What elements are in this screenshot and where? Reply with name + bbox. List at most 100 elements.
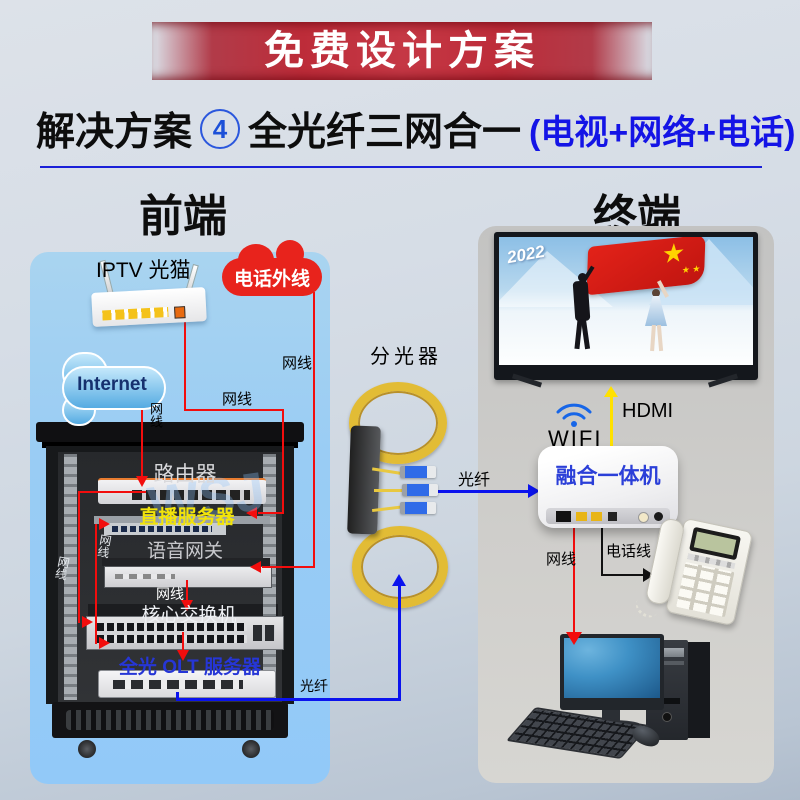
core-switch-uplinks xyxy=(253,625,275,641)
splitter-top-coil xyxy=(349,382,447,464)
arrow-down-computer xyxy=(566,632,582,645)
router-ports xyxy=(132,490,250,500)
monitor xyxy=(560,634,664,710)
netcable-label-3: 网线 xyxy=(148,402,163,428)
netcable-line-router-h xyxy=(78,491,146,493)
rack-top-cap xyxy=(36,422,304,442)
port-round-light xyxy=(638,512,649,523)
port-rj45 xyxy=(556,511,571,522)
free-design-banner: 免费设计方案 xyxy=(152,22,652,80)
olt-device xyxy=(98,670,276,698)
wifi-icon xyxy=(556,403,592,427)
voice-gateway-label: 语音网关 xyxy=(146,541,223,562)
netcable-line-internet xyxy=(141,400,143,476)
netcable-line-modem xyxy=(184,320,186,411)
voice-gateway-top xyxy=(102,558,270,566)
port-round-dark xyxy=(654,512,663,521)
rack-base xyxy=(52,702,288,738)
rack-vent xyxy=(66,710,274,730)
arrow-left-liveserver xyxy=(246,507,257,519)
splitter-body xyxy=(347,425,381,535)
fiber-line-to-box xyxy=(432,490,530,493)
tv: 2022 xyxy=(494,232,758,380)
tower-ports xyxy=(652,698,680,704)
voice-gateway-device xyxy=(104,566,272,588)
netcable-label-rack: 网线 xyxy=(156,586,184,602)
fiber-line-olt-h xyxy=(176,698,400,701)
fiber-label-olt: 光纤 xyxy=(300,678,328,694)
sc-connector-2 xyxy=(402,484,438,496)
port-yellow-1 xyxy=(576,512,587,521)
splitter-label: 分光器 xyxy=(370,346,442,368)
core-switch-device xyxy=(86,616,284,650)
hdmi-label: HDMI xyxy=(622,400,674,422)
arrow-right-phone xyxy=(643,568,654,582)
core-switch-ports-bottom xyxy=(97,635,247,643)
hdmi-arrow-up xyxy=(604,386,618,397)
core-switch-ports-top xyxy=(97,623,247,631)
tv-skater-woman xyxy=(641,280,671,355)
rack-top-lip xyxy=(42,442,298,448)
fiber-pigtail-2 xyxy=(374,489,406,492)
tower-power-button xyxy=(662,712,672,722)
phone-keypad xyxy=(676,561,735,618)
tv-skater-man xyxy=(569,265,595,351)
internet-cloud: Internet xyxy=(62,352,166,426)
phoneline-outside-line xyxy=(313,292,315,568)
router-label: 路由器 xyxy=(153,463,217,486)
netcable-line-left1 xyxy=(78,491,80,623)
phone-lcd xyxy=(693,531,737,556)
sc-connector-3 xyxy=(400,502,436,514)
internet-label: Internet xyxy=(77,374,147,395)
netcable-label-2: 网线 xyxy=(282,355,313,372)
monitor-screen xyxy=(564,638,660,698)
caster-right xyxy=(242,740,260,758)
netcable-line-to-gateway xyxy=(262,566,315,568)
fiber-line-splitter-v xyxy=(398,586,401,701)
live-server-ports xyxy=(112,526,212,532)
netcable-line-gateway-switch xyxy=(186,580,188,602)
arrow-down-olt xyxy=(177,650,189,661)
tower-side xyxy=(688,642,710,738)
phone-outside-label: 电话外线 xyxy=(233,269,310,290)
netcable-label-1: 网线 xyxy=(222,391,253,408)
phone-outside-cloud: 电话外线 xyxy=(222,240,322,298)
olt-label: 全光 OLT 服务器 xyxy=(118,657,262,678)
live-server-label: 直播服务器 xyxy=(139,507,235,528)
voice-gateway-marks xyxy=(115,574,175,579)
arrow-down-router xyxy=(136,476,148,487)
fusion-box: 融合一体机 xyxy=(538,446,678,528)
arrow-right-switch2 xyxy=(99,637,110,649)
arrow-right-box xyxy=(528,484,540,498)
rack-rail-left xyxy=(64,454,77,700)
netcable-line-modem-v2 xyxy=(282,409,284,514)
arrow-left-gateway xyxy=(250,561,261,573)
arrow-right-switch1 xyxy=(82,616,93,628)
front-section-title: 前端 xyxy=(139,192,227,241)
arrow-right-liveserver xyxy=(99,518,110,530)
live-server-shelf xyxy=(94,516,270,524)
solution-number-badge: 4 xyxy=(200,109,241,149)
fiber-line-olt-v xyxy=(176,692,179,700)
hdmi-line xyxy=(610,396,613,468)
modem-ports xyxy=(102,307,169,321)
arrow-down-switch xyxy=(181,600,193,611)
banner-title: 免费设计方案 xyxy=(264,29,540,73)
phoneline-v xyxy=(601,528,603,576)
tower-drive xyxy=(650,648,684,657)
netcable-line-modem-h xyxy=(184,409,284,411)
netcable-line-switch-olt xyxy=(182,632,184,652)
netcable-line-left2 xyxy=(95,524,97,644)
fusion-box-front xyxy=(546,508,670,524)
desk-phone xyxy=(631,511,759,632)
headline: 解决方案 4 全光纤三网合一 (电视+网络+电话) xyxy=(36,100,795,158)
live-server-device xyxy=(104,523,226,535)
netcable-line-to-liveserver xyxy=(258,512,284,514)
netcable-label-terminal: 网线 xyxy=(546,551,577,568)
modem-optical-port xyxy=(174,306,186,319)
tower-drive2 xyxy=(650,661,684,665)
tv-screen: 2022 xyxy=(499,237,753,365)
fusion-box-label: 融合一体机 xyxy=(555,465,661,488)
core-switch-label: 核心交换机 xyxy=(141,605,237,626)
